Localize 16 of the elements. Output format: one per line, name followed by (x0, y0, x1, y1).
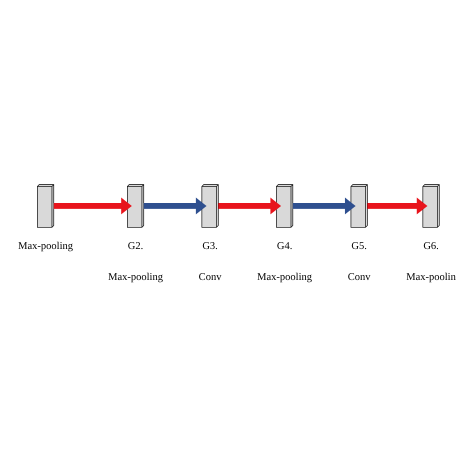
arrow (54, 198, 132, 214)
label: Max-poolin (406, 272, 456, 284)
label: G5. (351, 241, 367, 252)
arrow (144, 198, 207, 214)
arrow (218, 198, 282, 214)
arrow (367, 198, 428, 214)
label: Conv (198, 272, 222, 284)
label: G4. (276, 241, 292, 252)
label: Max-pooling (257, 272, 312, 284)
label: Max-pooling (108, 272, 163, 284)
arrow (292, 198, 356, 214)
label: Max-pooling (18, 241, 73, 252)
label: Conv (348, 272, 371, 284)
label: G3. (202, 241, 218, 252)
label: G2. (128, 241, 144, 252)
label: G6. (423, 241, 439, 252)
